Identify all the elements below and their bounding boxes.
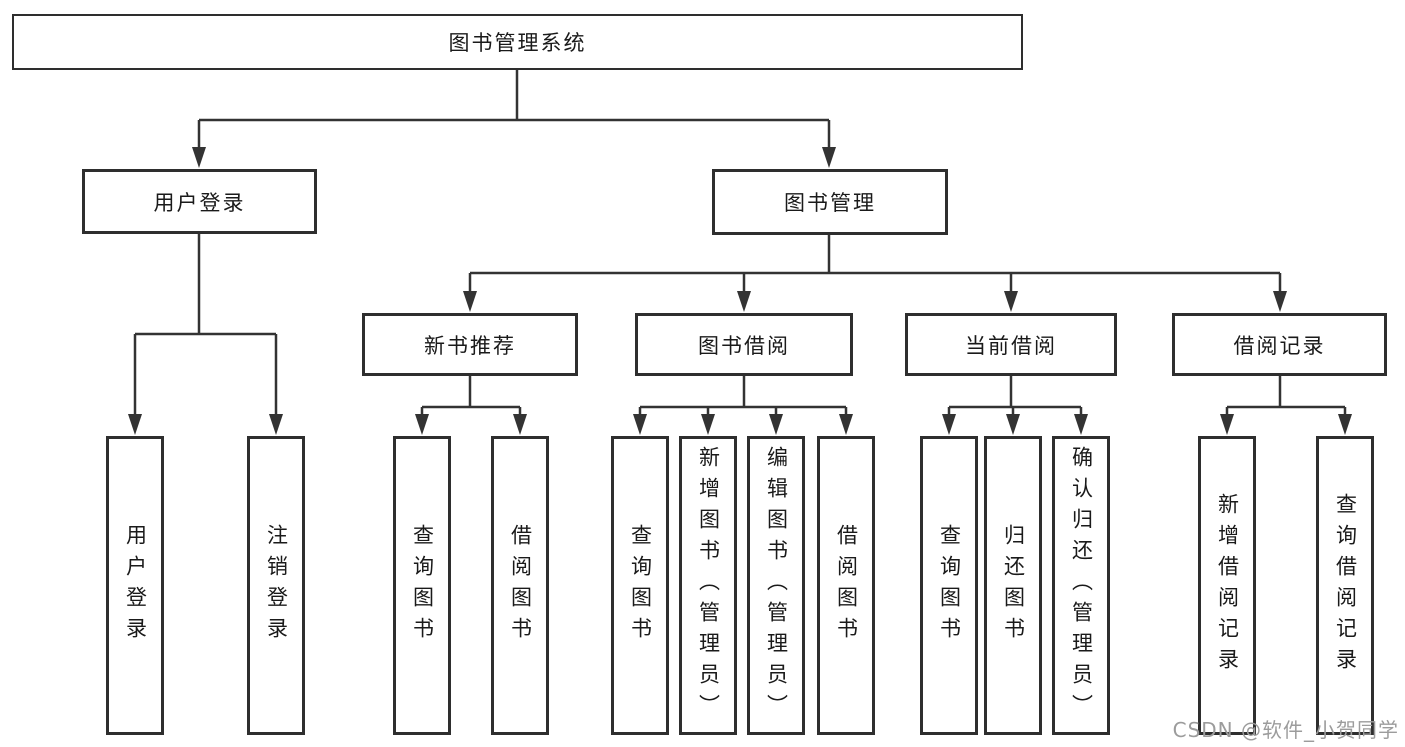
root-box-library-system: 图书管理系统 [12, 14, 1023, 70]
node-label: 新书推荐 [424, 333, 516, 358]
leaf-add-books-admin: 新增图书（管理员） [679, 436, 737, 735]
node-label: 图书借阅 [698, 333, 790, 358]
leaf-label: 借阅图书 [834, 523, 859, 648]
leaf-label: 查询图书 [628, 523, 653, 648]
leaf-confirm-return-admin: 确认归还（管理员） [1052, 436, 1110, 735]
leaf-label: 查询图书 [410, 523, 435, 648]
leaf-return-books: 归还图书 [984, 436, 1042, 735]
node-current-borrowing: 当前借阅 [905, 313, 1117, 376]
leaf-label: 新增借阅记录 [1215, 492, 1240, 679]
node-new-book-recommend: 新书推荐 [362, 313, 578, 376]
leaf-label: 查询图书 [937, 523, 962, 648]
leaf-query-books-borrowing: 查询图书 [611, 436, 669, 735]
edge-current-to-leaves [947, 376, 1083, 416]
node-user-login: 用户登录 [82, 169, 317, 234]
leaf-query-books-current: 查询图书 [920, 436, 978, 735]
root-label: 图书管理系统 [448, 31, 587, 55]
node-label: 用户登录 [153, 190, 246, 215]
edge-borrow-to-leaves [638, 376, 848, 416]
csdn-watermark: CSDN @软件_小贺同学 [1172, 718, 1399, 742]
leaf-label: 注销登录 [264, 523, 289, 648]
leaf-borrow-books: 借阅图书 [817, 436, 875, 735]
leaf-user-login: 用户登录 [106, 436, 164, 735]
node-book-borrowing: 图书借阅 [635, 313, 853, 376]
node-book-management: 图书管理 [712, 169, 948, 235]
leaf-label: 借阅图书 [508, 523, 533, 648]
leaf-label: 用户登录 [123, 523, 148, 648]
edge-newbooks-to-leaves [420, 376, 522, 416]
leaf-borrow-books-newbooks: 借阅图书 [491, 436, 549, 735]
edge-login-to-leaves [133, 234, 278, 414]
leaf-logout: 注销登录 [247, 436, 305, 735]
leaf-label: 新增图书（管理员） [696, 446, 721, 725]
node-borrowing-records: 借阅记录 [1172, 313, 1387, 376]
leaf-label: 归还图书 [1001, 523, 1026, 648]
leaf-label: 查询借阅记录 [1333, 492, 1358, 679]
edge-records-to-leaves [1225, 376, 1347, 416]
edge-mgmt-to-level3 [468, 235, 1282, 292]
leaf-add-borrow-record: 新增借阅记录 [1198, 436, 1256, 735]
node-label: 借阅记录 [1233, 333, 1326, 358]
leaf-edit-books-admin: 编辑图书（管理员） [747, 436, 805, 735]
node-label: 当前借阅 [965, 333, 1057, 358]
node-label: 图书管理 [784, 191, 876, 215]
leaf-label: 确认归还（管理员） [1069, 446, 1094, 725]
leaf-query-books-newbooks: 查询图书 [393, 436, 451, 735]
leaf-query-borrow-record: 查询借阅记录 [1316, 436, 1374, 735]
leaf-label: 编辑图书（管理员） [764, 446, 789, 725]
edge-root-to-level2 [197, 70, 831, 151]
